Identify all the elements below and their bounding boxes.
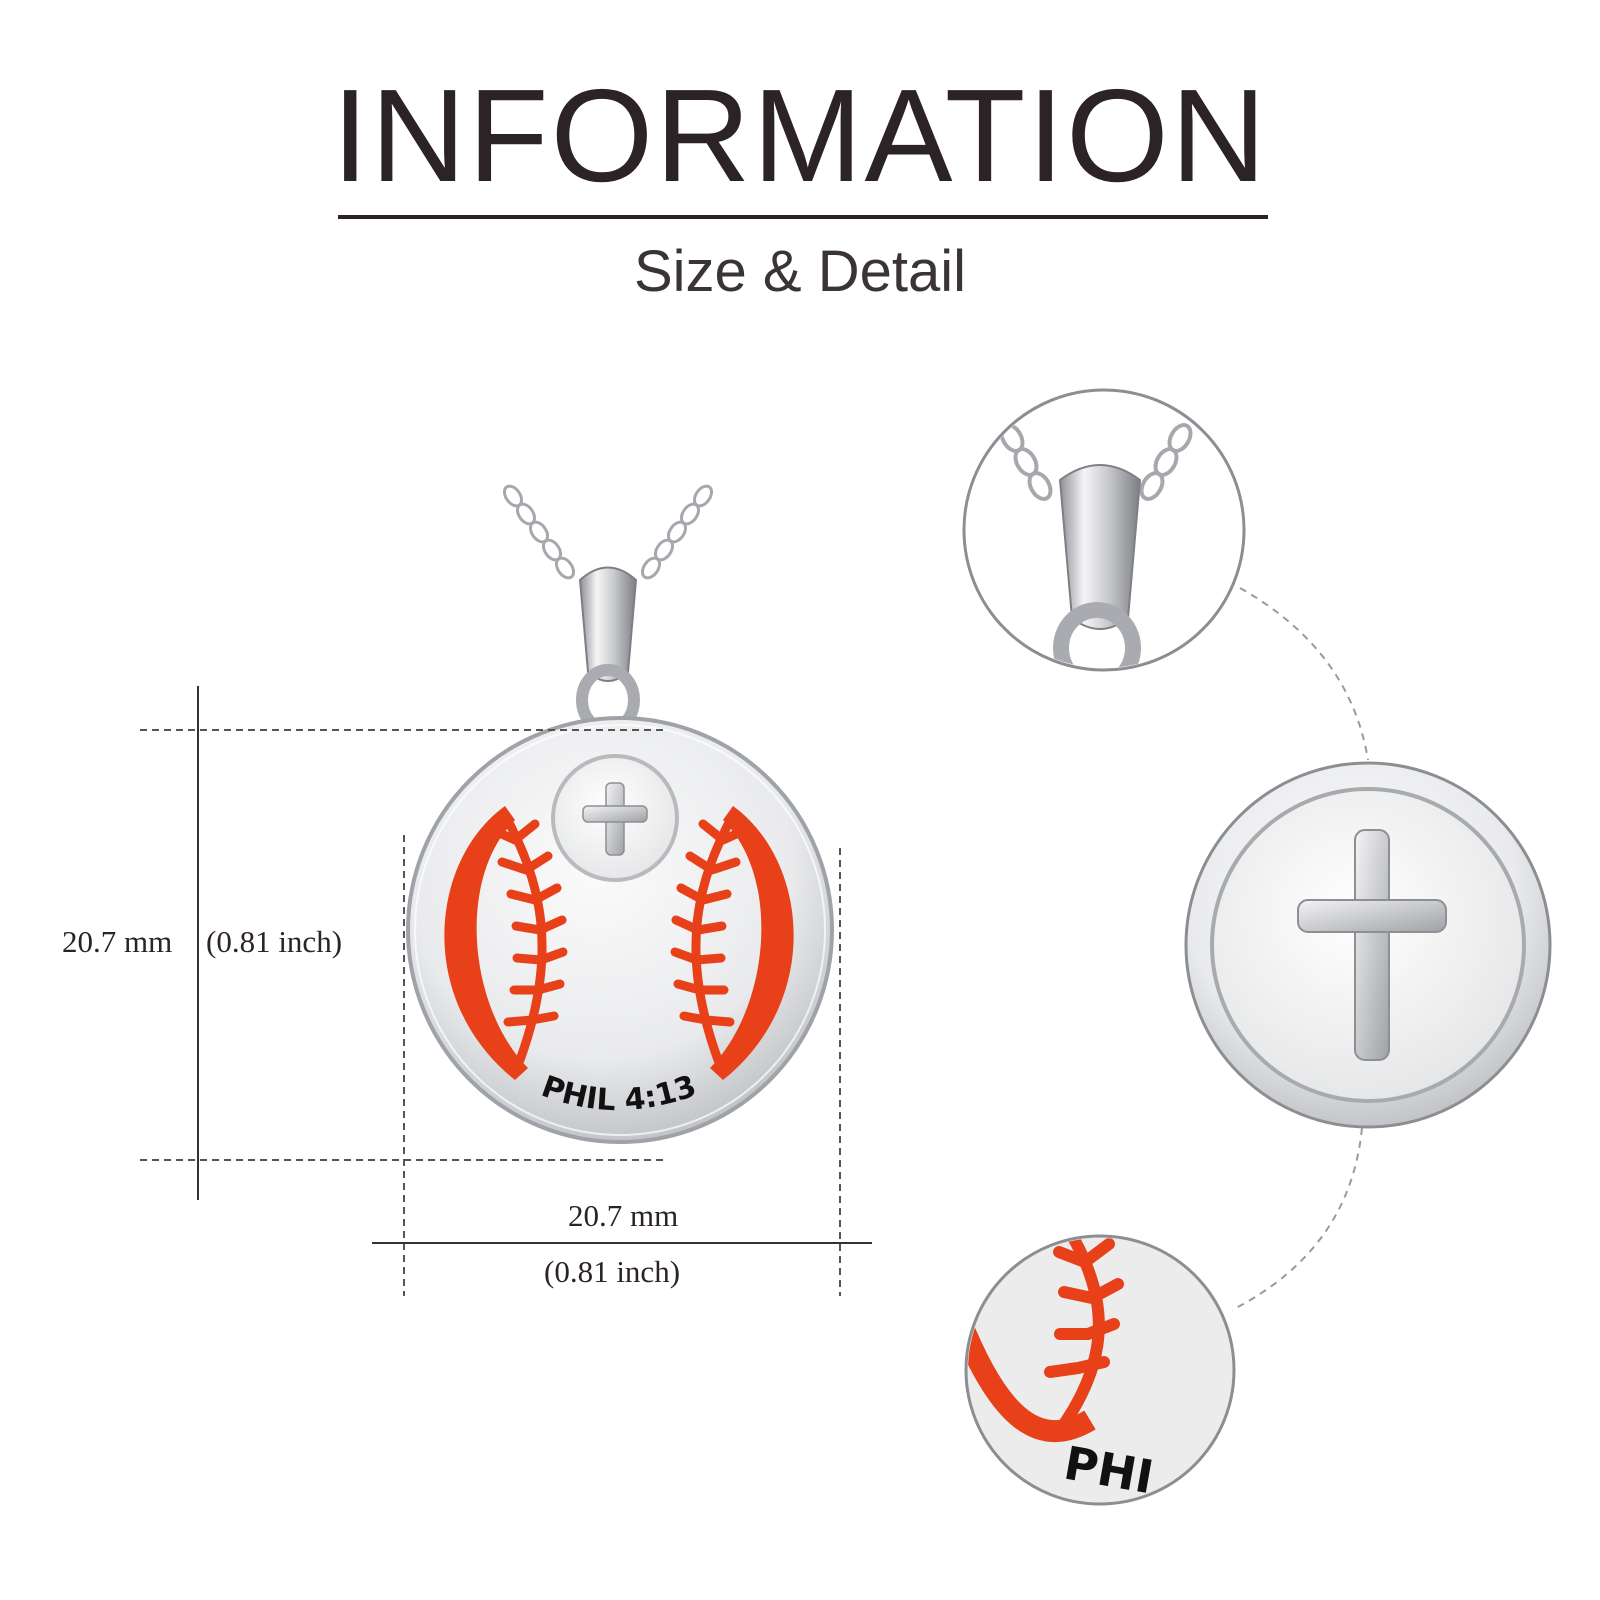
- pendant-main: PHIL 4:13: [406, 484, 834, 1144]
- dimension-lines: [140, 686, 872, 1296]
- detail-zoom-bail: [962, 388, 1246, 672]
- detail-zoom-engraving: PHI: [964, 1234, 1236, 1506]
- baseball-stitch-icon: [488, 810, 750, 1065]
- chain-icon: [502, 484, 714, 580]
- detail-zoom-cross: [1184, 761, 1552, 1129]
- bail-icon: [578, 566, 638, 682]
- page-subtitle: Size & Detail: [633, 239, 967, 304]
- height-label-inch: (0.81 inch): [206, 924, 343, 959]
- width-label-mm: 20.7 mm: [568, 1198, 679, 1233]
- cross-icon: [1297, 829, 1447, 1061]
- height-label-mm: 20.7 mm: [62, 924, 173, 959]
- detail-connector: [1231, 587, 1369, 1311]
- cross-icon: [582, 782, 648, 856]
- page-title: INFORMATION: [331, 62, 1269, 209]
- title-divider: [338, 215, 1268, 219]
- width-label-inch: (0.81 inch): [544, 1254, 681, 1289]
